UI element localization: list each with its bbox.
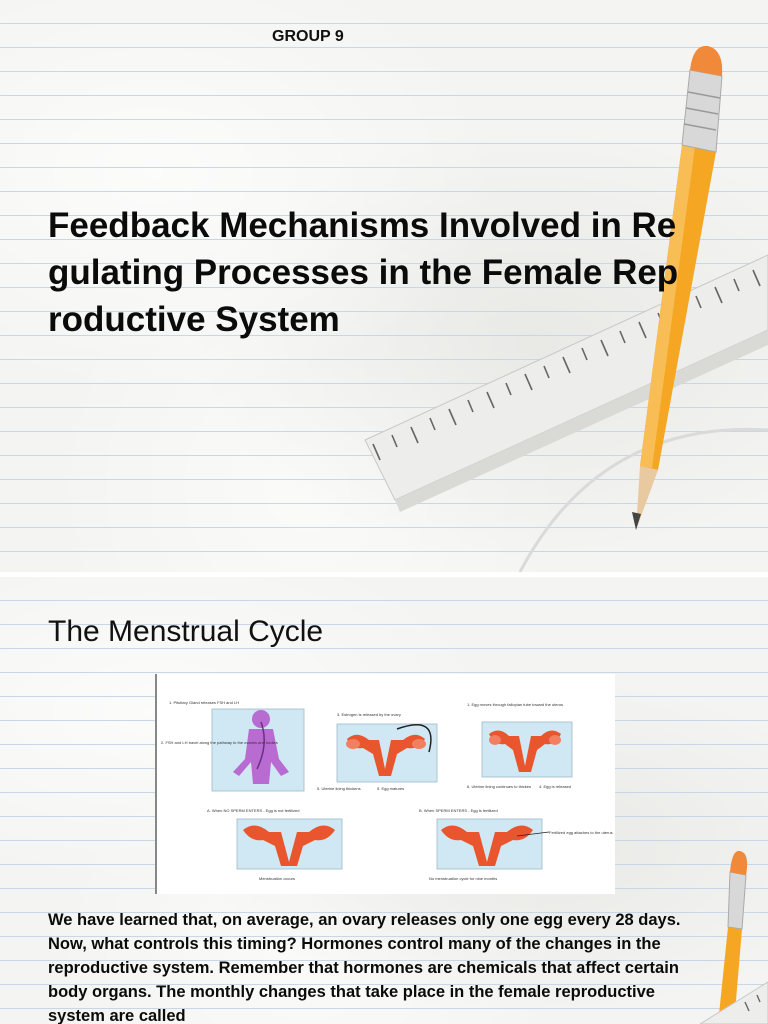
figure-caption-12: Fertilized egg attaches to the uterus	[549, 830, 613, 835]
figure-caption-7: 6. Uterine lining continues to thicken	[467, 784, 531, 789]
panel-pituitary: 1. Pituitary Gland releases FSH and LH 2…	[161, 700, 305, 792]
figure-caption-6: 1. Egg moves through fallopian tube towa…	[467, 702, 563, 707]
protractor-arc	[518, 427, 768, 572]
panel-estrogen: 3. Estrogen is released by the ovary 5. …	[317, 712, 438, 791]
section-heading: The Menstrual Cycle	[48, 615, 324, 648]
pencil-small	[718, 850, 748, 1024]
figure-caption-13: No menstruation cycle for nine months	[429, 876, 497, 881]
panel-no-sperm: A. When NO SPERM ENTERS - Egg is not fer…	[207, 808, 343, 881]
group-label: GROUP 9	[272, 28, 344, 45]
menstrual-cycle-diagram: 1. Pituitary Gland releases FSH and LH 2…	[161, 700, 613, 881]
figure-caption-10: Menstruation occurs	[259, 876, 295, 881]
figure-caption-2: 2. FSH and LH travel along the pathway t…	[161, 740, 278, 745]
ruler-small	[699, 981, 768, 1024]
title-slide: GROUP 9 Feedback Mechanisms Involved in …	[0, 0, 768, 572]
figure-caption-5: 5. Egg matures	[377, 786, 404, 791]
menstrual-cycle-figure: 1. Pituitary Gland releases FSH and LH 2…	[155, 674, 615, 894]
figure-caption-1: 1. Pituitary Gland releases FSH and LH	[169, 700, 239, 705]
panel-egg-release: 1. Egg moves through fallopian tube towa…	[467, 702, 573, 789]
content-slide: The Menstrual Cycle 1. Pituitary Gland r…	[0, 577, 768, 1024]
figure-caption-4: 5. Uterine lining thickens	[317, 786, 361, 791]
figure-caption-9: A. When NO SPERM ENTERS - Egg is not fer…	[207, 808, 299, 813]
figure-caption-11: B. When SPERM ENTERS - Egg is fertilized	[419, 808, 498, 813]
slide-separator	[0, 572, 768, 577]
panel-sperm: B. When SPERM ENTERS - Egg is fertilized…	[419, 808, 613, 881]
body-paragraph: We have learned that, on average, an ova…	[48, 911, 681, 1024]
figure-caption-3: 3. Estrogen is released by the ovary	[337, 712, 401, 717]
figure-caption-8: 4. Egg is released	[539, 784, 571, 789]
slide-title: Feedback Mechanisms Involved in Regulati…	[48, 206, 679, 339]
